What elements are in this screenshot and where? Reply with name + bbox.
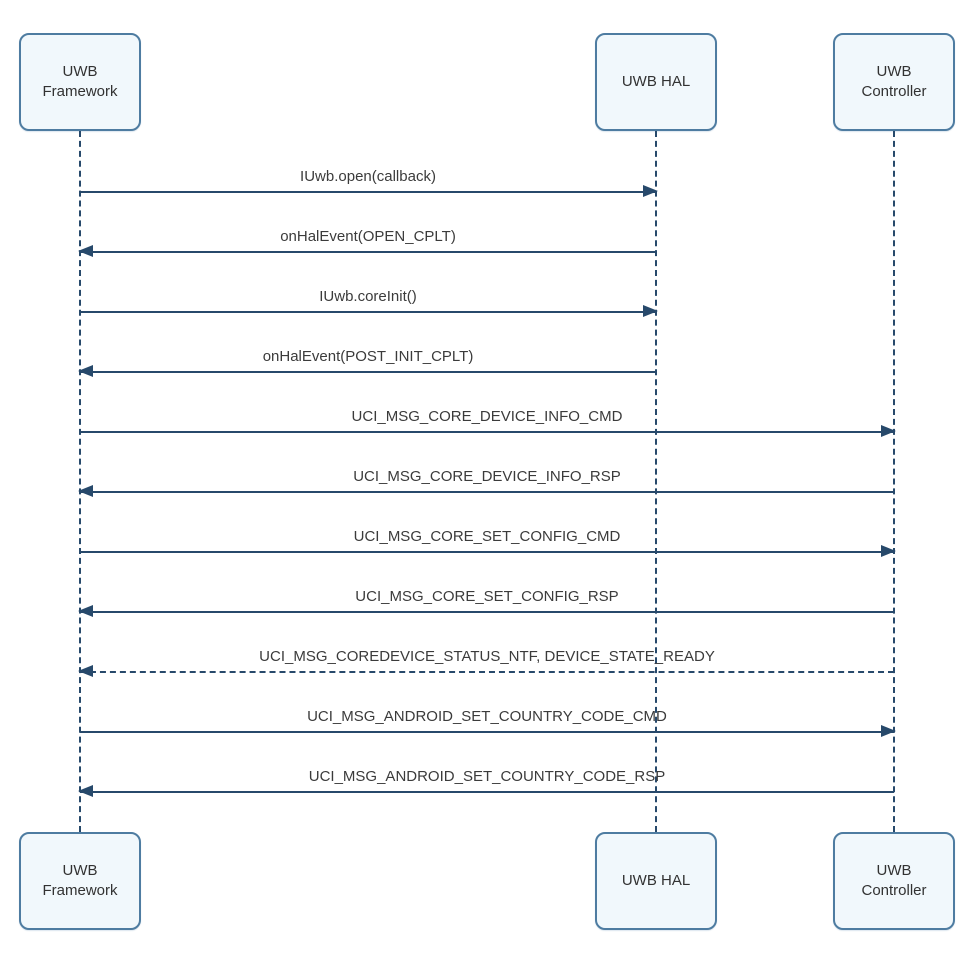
arrow-line [80, 251, 656, 253]
participant-box-uwb-hal-top: UWB HAL [595, 33, 717, 131]
arrow-line [80, 311, 656, 313]
arrow-line [80, 371, 656, 373]
arrow-line [80, 551, 894, 553]
participant-label-uwb-framework: UWB Framework [42, 62, 118, 100]
message-label: UCI_MSG_CORE_SET_CONFIG_CMD [353, 528, 621, 545]
arrowhead-left-icon [78, 245, 93, 257]
arrowhead-left-icon [78, 365, 93, 377]
arrowhead-right-icon [881, 725, 896, 737]
arrow-line-dashed [80, 671, 894, 673]
message-label: onHalEvent(OPEN_CPLT) [280, 228, 456, 245]
arrow-line [80, 491, 894, 493]
participant-box-uwb-framework-bottom: UWB Framework [19, 832, 141, 930]
participant-label-uwb-hal: UWB HAL [621, 72, 691, 90]
message-label: UCI_MSG_ANDROID_SET_COUNTRY_CODE_RSP [308, 768, 666, 785]
participant-label-uwb-framework: UWB Framework [42, 861, 118, 899]
participant-label-uwb-hal: UWB HAL [621, 871, 691, 889]
arrowhead-right-icon [643, 185, 658, 197]
message-label: onHalEvent(POST_INIT_CPLT) [262, 348, 474, 365]
arrowhead-left-icon [78, 605, 93, 617]
lifeline-uwb-controller [893, 131, 895, 832]
message-label: IUwb.coreInit() [319, 288, 417, 305]
arrowhead-right-icon [643, 305, 658, 317]
arrow-line [80, 791, 894, 793]
message-label: UCI_MSG_CORE_DEVICE_INFO_CMD [351, 408, 623, 425]
arrow-line [80, 731, 894, 733]
arrow-line [80, 191, 656, 193]
participant-label-uwb-controller: UWB Controller [861, 861, 927, 899]
arrowhead-right-icon [881, 425, 896, 437]
arrowhead-left-icon [78, 665, 93, 677]
message-label: UCI_MSG_ANDROID_SET_COUNTRY_CODE_CMD [307, 708, 667, 725]
participant-label-uwb-controller: UWB Controller [861, 62, 927, 100]
arrow-line [80, 611, 894, 613]
message-label: UCI_MSG_CORE_DEVICE_INFO_RSP [353, 468, 621, 485]
participant-box-uwb-controller-bottom: UWB Controller [833, 832, 955, 930]
participant-box-uwb-controller-top: UWB Controller [833, 33, 955, 131]
participant-box-uwb-framework-top: UWB Framework [19, 33, 141, 131]
arrowhead-right-icon [881, 545, 896, 557]
message-label: UCI_MSG_COREDEVICE_STATUS_NTF, DEVICE_ST… [259, 648, 715, 665]
message-label: UCI_MSG_CORE_SET_CONFIG_RSP [355, 588, 619, 605]
lifeline-uwb-hal [655, 131, 657, 832]
arrow-line [80, 431, 894, 433]
lifeline-uwb-framework [79, 131, 81, 832]
arrowhead-left-icon [78, 785, 93, 797]
message-label: IUwb.open(callback) [300, 168, 436, 185]
arrowhead-left-icon [78, 485, 93, 497]
participant-box-uwb-hal-bottom: UWB HAL [595, 832, 717, 930]
